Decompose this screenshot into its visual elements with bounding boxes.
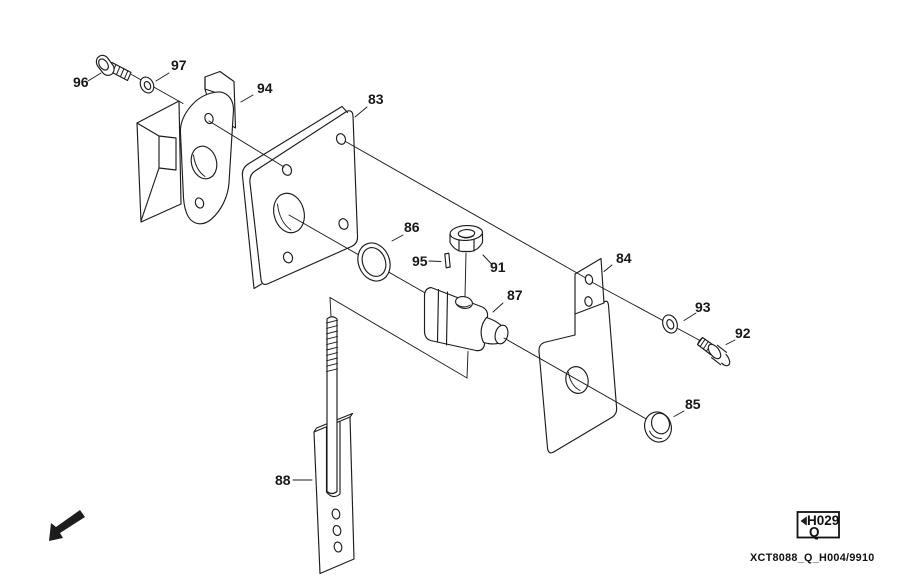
plate-83-face: [249, 110, 359, 285]
flange-center-bore: [190, 145, 218, 180]
plate-83-center-bore: [273, 192, 305, 234]
part-97-washer: [139, 76, 155, 94]
callout-label-84: 84: [616, 250, 632, 266]
part-91-nut: [449, 224, 484, 253]
doc-code: XCT8088_Q_H004/9910: [750, 552, 875, 564]
callout-label-88: 88: [275, 472, 291, 488]
callout-label-92: 92: [735, 325, 751, 341]
part-93-washer: [662, 314, 678, 334]
flange-hole-bottom: [194, 197, 205, 209]
nav-box-variant: Q: [809, 525, 820, 540]
callout-label-95: 95: [412, 253, 428, 269]
callout-label-93: 93: [695, 299, 711, 315]
part-88-rod: [313, 316, 355, 575]
callout-label-83: 83: [368, 91, 384, 107]
centerline-bolt-96: [131, 74, 184, 104]
bracket-84-plate: [538, 300, 618, 454]
trunnion-top-hole: [455, 295, 473, 310]
callout-label-94: 94: [257, 80, 273, 96]
part-94-housing: [136, 70, 237, 225]
callout-labels: 96 97 94 83 86 95 91 87 84 93 92 85 88: [73, 57, 751, 488]
nav-box-code: H029: [807, 513, 839, 528]
part-92-bolt: [696, 336, 731, 367]
part-84-bracket: [538, 257, 618, 454]
callout-leaders: [87, 72, 736, 481]
part-87-trunnion: [423, 252, 509, 352]
nav-box-border: [796, 511, 840, 539]
part-96-bolt: [95, 54, 132, 82]
centerline-83-to-92: [345, 141, 700, 341]
centerline-91-to-87: [464, 252, 467, 298]
callout-label-96: 96: [73, 74, 89, 90]
part-86-oring: [357, 242, 391, 282]
callout-label-85: 85: [685, 396, 701, 412]
centerline-94-to-83: [208, 120, 285, 168]
direction-arrow-icon: [49, 510, 85, 541]
flange-hole-top: [204, 112, 214, 125]
rod-88-shaft: [326, 316, 338, 495]
callout-label-97: 97: [171, 57, 187, 73]
part-85-bushing: [644, 411, 672, 443]
callout-label-87: 87: [507, 287, 523, 303]
part-83-plate: [241, 105, 359, 290]
part-95-pin: [444, 252, 451, 269]
back-arrow-icon: [800, 516, 807, 526]
centerline-87-to-85: [503, 337, 649, 421]
bracket-84-tab: [574, 257, 605, 315]
rod-88-bar: [313, 416, 355, 575]
rod-88-threads: [326, 319, 338, 373]
callout-label-86: 86: [404, 219, 420, 235]
centerline-88-to-87: [329, 296, 469, 379]
callout-label-91: 91: [490, 259, 506, 275]
nav-box[interactable]: H029 Q: [796, 511, 840, 540]
